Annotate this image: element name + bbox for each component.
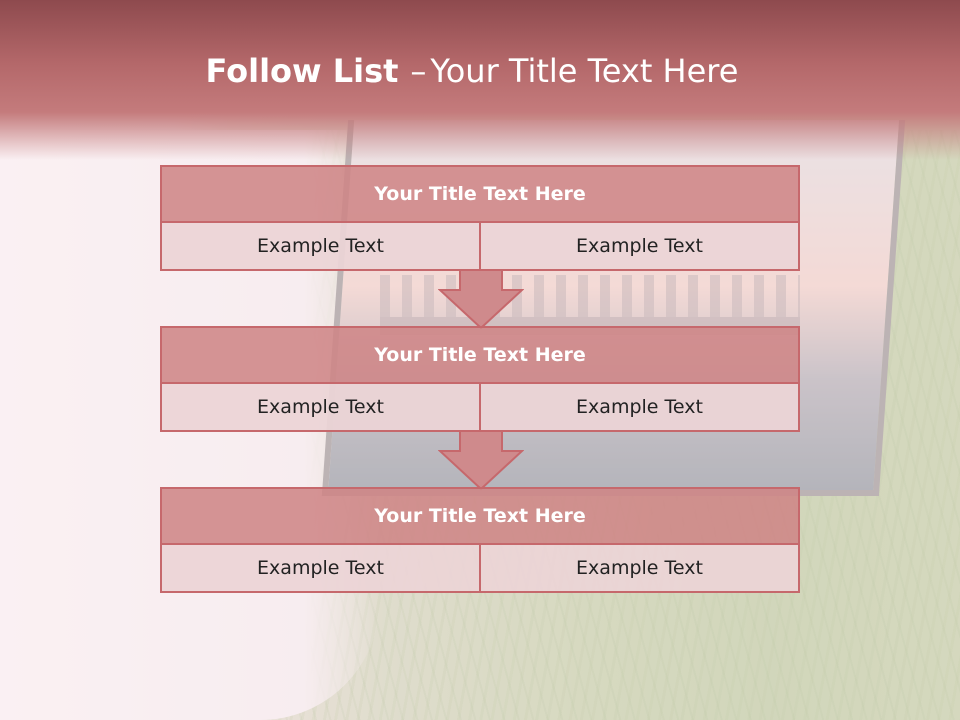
title-bold: Follow List <box>205 52 399 90</box>
slide-title: Follow List–Your Title Text Here <box>0 52 944 90</box>
block-cell-right: Example Text <box>479 223 798 269</box>
block-cell-right: Example Text <box>479 545 798 591</box>
block-row: Example Text Example Text <box>162 545 798 591</box>
block-title: Your Title Text Here <box>162 167 798 223</box>
list-block-1: Your Title Text Here Example Text Exampl… <box>160 165 800 271</box>
block-cell-left: Example Text <box>162 545 479 591</box>
down-arrow-icon <box>438 270 524 330</box>
block-cell-right: Example Text <box>479 384 798 430</box>
list-block-3: Your Title Text Here Example Text Exampl… <box>160 487 800 593</box>
down-arrow-icon <box>438 431 524 491</box>
block-row: Example Text Example Text <box>162 223 798 269</box>
block-cell-left: Example Text <box>162 223 479 269</box>
block-row: Example Text Example Text <box>162 384 798 430</box>
block-title: Your Title Text Here <box>162 489 798 545</box>
list-block-2: Your Title Text Here Example Text Exampl… <box>160 326 800 432</box>
block-cell-left: Example Text <box>162 384 479 430</box>
title-separator: – <box>410 52 427 90</box>
block-title: Your Title Text Here <box>162 328 798 384</box>
title-rest: Your Title Text Here <box>430 52 739 90</box>
title-banner <box>0 0 960 160</box>
